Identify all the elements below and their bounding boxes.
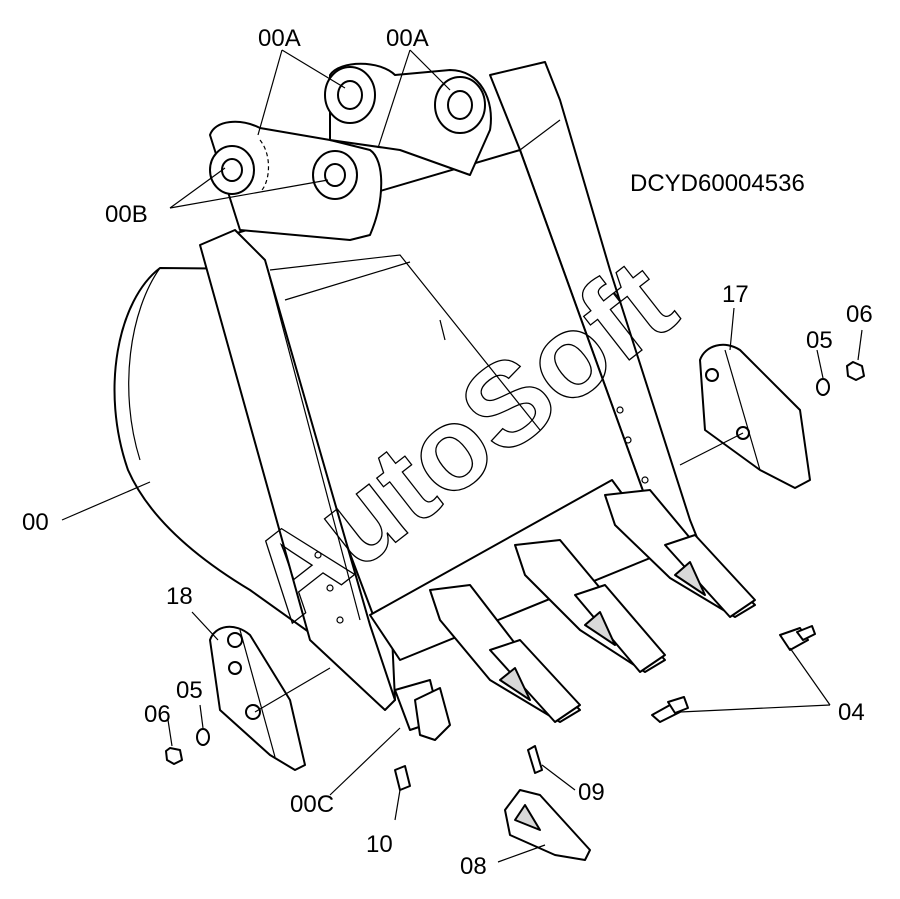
bucket-body [113, 61, 701, 731]
bucket-teeth [429, 489, 756, 723]
callout-10: 10 [366, 831, 393, 858]
side-cutter-18 [209, 625, 306, 771]
callout-00C: 00C [290, 791, 334, 818]
callout-08: 08 [460, 853, 487, 880]
callout-09: 09 [578, 779, 605, 806]
fasteners [165, 361, 865, 861]
leader-lines [61, 49, 863, 863]
callout-06-right: 06 [846, 301, 873, 328]
callout-06-left: 06 [144, 701, 171, 728]
linkage-bosses [209, 62, 492, 241]
callout-17: 17 [722, 281, 749, 308]
callout-05-left: 05 [176, 677, 203, 704]
callout-05-right: 05 [806, 327, 833, 354]
side-cutter-17 [699, 343, 811, 489]
callout-18: 18 [166, 583, 193, 610]
callout-00A-left: 00A [258, 25, 301, 52]
drawing-code: DCYD60004536 [630, 170, 805, 197]
callout-04: 04 [838, 699, 865, 726]
callout-00B: 00B [105, 201, 148, 228]
callout-00: 00 [22, 509, 49, 536]
callout-00A-right: 00A [386, 25, 429, 52]
